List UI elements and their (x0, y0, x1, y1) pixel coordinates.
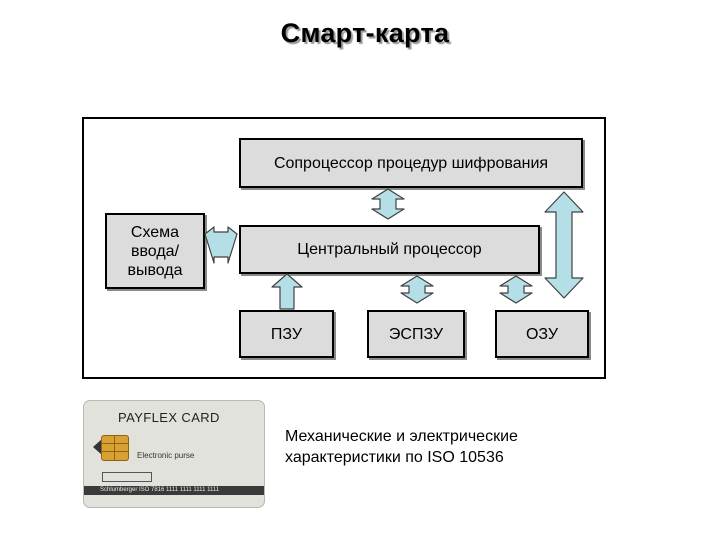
page-title: Смарт-карта (280, 18, 450, 48)
io-scheme-label: Схема ввода/ вывода (127, 223, 183, 279)
double-arrow-icon (371, 188, 405, 220)
double-arrow-icon (204, 226, 238, 264)
rom-label: ПЗУ (270, 325, 303, 343)
ram-label: ОЗУ (525, 325, 559, 343)
eeprom-box: ЭСПЗУ (367, 310, 465, 358)
card-subtitle: Electronic purse (137, 451, 195, 460)
iso-caption-text: Механические и электрические характерист… (285, 428, 518, 466)
ram-box: ОЗУ (495, 310, 589, 358)
card-signature-box (102, 472, 152, 482)
up-arrow-icon (271, 273, 303, 310)
eeprom-label: ЭСПЗУ (388, 325, 444, 343)
smart-card-image: PAYFLEX CARD Electronic purse Schlumberg… (83, 400, 265, 508)
double-arrow-icon (400, 275, 434, 304)
double-arrow-icon (544, 191, 584, 299)
arrow-left-icon (93, 439, 102, 455)
cpu-box: Центральный процессор (239, 225, 540, 274)
cpu-label: Центральный процессор (297, 241, 482, 258)
card-brand: PAYFLEX CARD (118, 410, 220, 425)
card-strip-text: Schlumberger ISO 7816 1111 1111 1111 111… (100, 487, 220, 493)
card-strip (84, 486, 264, 495)
rom-box: ПЗУ (239, 310, 334, 358)
coprocessor-box: Сопроцессор процедур шифрования (239, 138, 583, 188)
coprocessor-label: Сопроцессор процедур шифрования (273, 154, 549, 172)
io-scheme-box: Схема ввода/ вывода (105, 213, 205, 289)
iso-caption: Механические и электрические характерист… (285, 405, 518, 468)
chip-icon (101, 435, 129, 461)
double-arrow-icon (499, 275, 533, 304)
